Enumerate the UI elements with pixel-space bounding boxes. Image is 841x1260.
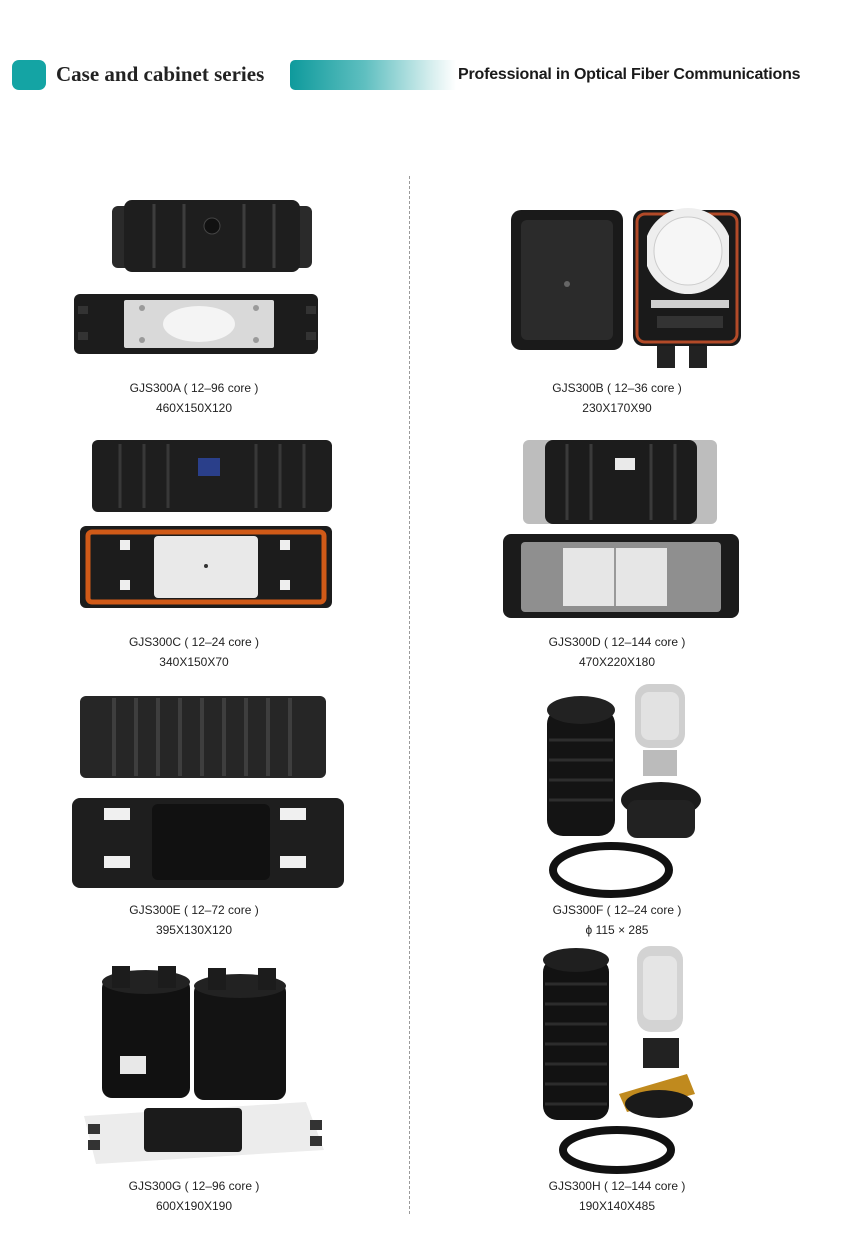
closure-image-gjs300e [72,696,344,888]
product-name: GJS300C ( 12–24 core ) [128,635,260,649]
product-dimensions: 395X130X120 [155,923,233,937]
closure-image-gjs300b [511,207,741,368]
closure-image-gjs300f [547,684,701,898]
product-caption: GJS300C ( 12–24 core ) 340X150X70 [44,632,344,672]
product-gjs300a: GJS300A ( 12–96 core ) 460X150X120 [44,196,344,418]
product-caption: GJS300A ( 12–96 core ) 460X150X120 [44,378,344,418]
header-badge [12,60,46,90]
header-gradient-bar [290,60,456,90]
product-name: GJS300E ( 12–72 core ) [129,903,259,917]
product-name: GJS300B ( 12–36 core ) [552,381,682,395]
product-gjs300h: GJS300H ( 12–144 core ) 190X140X485 [467,944,767,1216]
product-dimensions: ϕ 115 × 285 [585,923,649,937]
product-name: GJS300D ( 12–144 core ) [548,635,686,649]
column-divider [409,176,410,1214]
closure-image-gjs300c [80,440,332,608]
product-caption: GJS300E ( 12–72 core ) 395X130X120 [44,900,344,940]
header-slogan: Professional in Optical Fiber Communicat… [458,66,801,83]
product-gjs300f: GJS300F ( 12–24 core ) ϕ 115 × 285 [467,680,767,940]
product-caption: GJS300B ( 12–36 core ) 230X170X90 [467,378,767,418]
product-dimensions: 600X190X190 [155,1199,233,1213]
product-caption: GJS300D ( 12–144 core ) 470X220X180 [467,632,767,672]
product-name: GJS300H ( 12–144 core ) [548,1179,686,1193]
product-dimensions: 190X140X485 [578,1199,656,1213]
product-dimensions: 340X150X70 [159,655,229,669]
product-dimensions: 470X220X180 [578,655,656,669]
closure-image-gjs300h [543,946,695,1174]
product-caption: GJS300F ( 12–24 core ) ϕ 115 × 285 [467,900,767,940]
product-gjs300g: GJS300G ( 12–96 core ) 600X190X190 [44,960,344,1216]
closure-image-gjs300a [74,200,318,354]
closure-image-gjs300g [84,966,324,1164]
product-gjs300e: GJS300E ( 12–72 core ) 395X130X120 [44,688,344,940]
page-title: Case and cabinet series [56,62,265,86]
product-name: GJS300F ( 12–24 core ) [552,903,682,917]
product-dimensions: 230X170X90 [582,401,652,415]
product-name: GJS300A ( 12–96 core ) [129,381,259,395]
product-gjs300d: GJS300D ( 12–144 core ) 470X220X180 [467,436,767,672]
product-caption: GJS300H ( 12–144 core ) 190X140X485 [467,1176,767,1216]
product-dimensions: 460X150X120 [155,401,233,415]
product-gjs300c: GJS300C ( 12–24 core ) 340X150X70 [44,436,344,672]
product-gjs300b: GJS300B ( 12–36 core ) 230X170X90 [467,196,767,418]
product-name: GJS300G ( 12–96 core ) [128,1179,260,1193]
closure-image-gjs300d [503,440,739,618]
product-caption: GJS300G ( 12–96 core ) 600X190X190 [44,1176,344,1216]
